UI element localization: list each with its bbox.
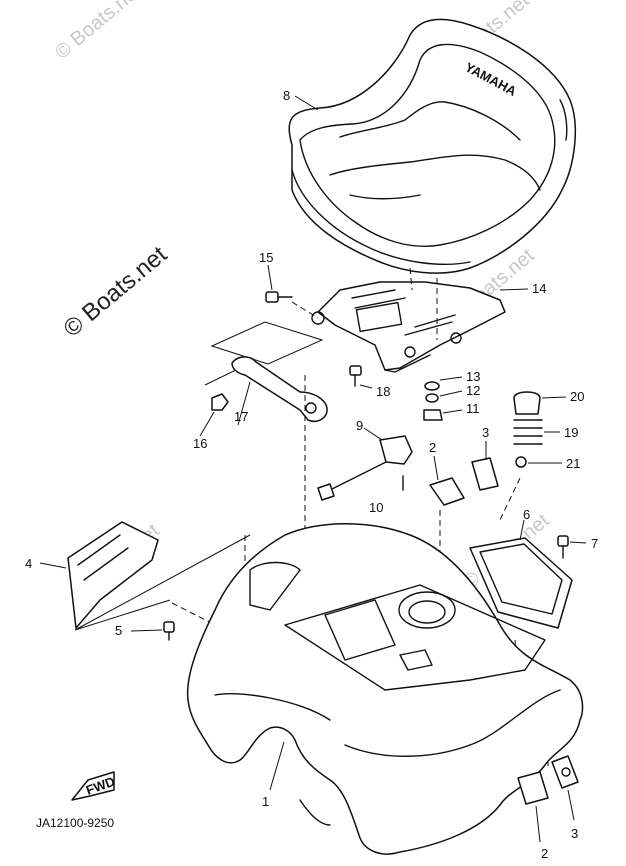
callout-8: 8 bbox=[283, 88, 290, 103]
pad-part-3-lower: 3 bbox=[551, 755, 579, 841]
bolt-part-15: 15 bbox=[259, 250, 319, 319]
callout-17: 17 bbox=[234, 409, 248, 424]
callout-6: 6 bbox=[523, 507, 530, 522]
screw-part-5: 5 bbox=[115, 621, 175, 641]
callout-15: 15 bbox=[259, 250, 273, 265]
pad-part-2-upper: 2 bbox=[429, 440, 465, 506]
callout-2b: 2 bbox=[541, 846, 548, 861]
tray-part-6: 6 bbox=[469, 507, 573, 629]
pad-part-2-lower: 2 bbox=[517, 771, 549, 861]
watermark: © Boats.net bbox=[59, 241, 173, 343]
side-cover-part-4: 4 bbox=[25, 521, 159, 629]
pad-part-3-upper: 3 bbox=[471, 425, 499, 491]
callout-10: 10 bbox=[369, 500, 383, 515]
callout-3b: 3 bbox=[571, 826, 578, 841]
leader-outline bbox=[210, 321, 324, 365]
callout-4: 4 bbox=[25, 556, 32, 571]
screw-part-7: 7 bbox=[557, 535, 598, 559]
bolt-part-10: 10 bbox=[369, 475, 404, 515]
callout-12: 12 bbox=[466, 383, 480, 398]
callout-1: 1 bbox=[262, 794, 269, 809]
seat-part-8: YAMAHA 8 bbox=[283, 18, 576, 274]
callout-13: 13 bbox=[466, 369, 480, 384]
callout-7: 7 bbox=[591, 536, 598, 551]
callout-20: 20 bbox=[570, 389, 584, 404]
forward-arrow-icon: FWD bbox=[71, 771, 117, 801]
callout-3a: 3 bbox=[482, 425, 489, 440]
callout-14: 14 bbox=[532, 281, 546, 296]
nut-part-16: 16 bbox=[193, 393, 229, 451]
stay-part-17: 17 bbox=[231, 356, 328, 426]
fwd-label: FWD bbox=[84, 774, 117, 798]
watermark: © Boats.net bbox=[51, 0, 146, 64]
washer-parts-11-13: 13 12 11 bbox=[423, 369, 480, 421]
callout-9: 9 bbox=[356, 418, 363, 433]
diagram-part-code: JA12100-9250 bbox=[36, 816, 114, 830]
callout-16: 16 bbox=[193, 436, 207, 451]
seat-bracket-part-14: 14 bbox=[311, 267, 546, 373]
lock-lever-part-9: 9 bbox=[317, 418, 413, 501]
damper-parts-19-21: 20 19 21 bbox=[513, 389, 584, 471]
callout-2a: 2 bbox=[429, 440, 436, 455]
leader-line bbox=[204, 367, 241, 386]
bolt-part-18: 18 bbox=[349, 365, 390, 399]
callout-21: 21 bbox=[566, 456, 580, 471]
callout-11: 11 bbox=[466, 401, 480, 416]
callout-5: 5 bbox=[115, 623, 122, 638]
callout-18: 18 bbox=[376, 384, 390, 399]
callout-19: 19 bbox=[564, 425, 578, 440]
